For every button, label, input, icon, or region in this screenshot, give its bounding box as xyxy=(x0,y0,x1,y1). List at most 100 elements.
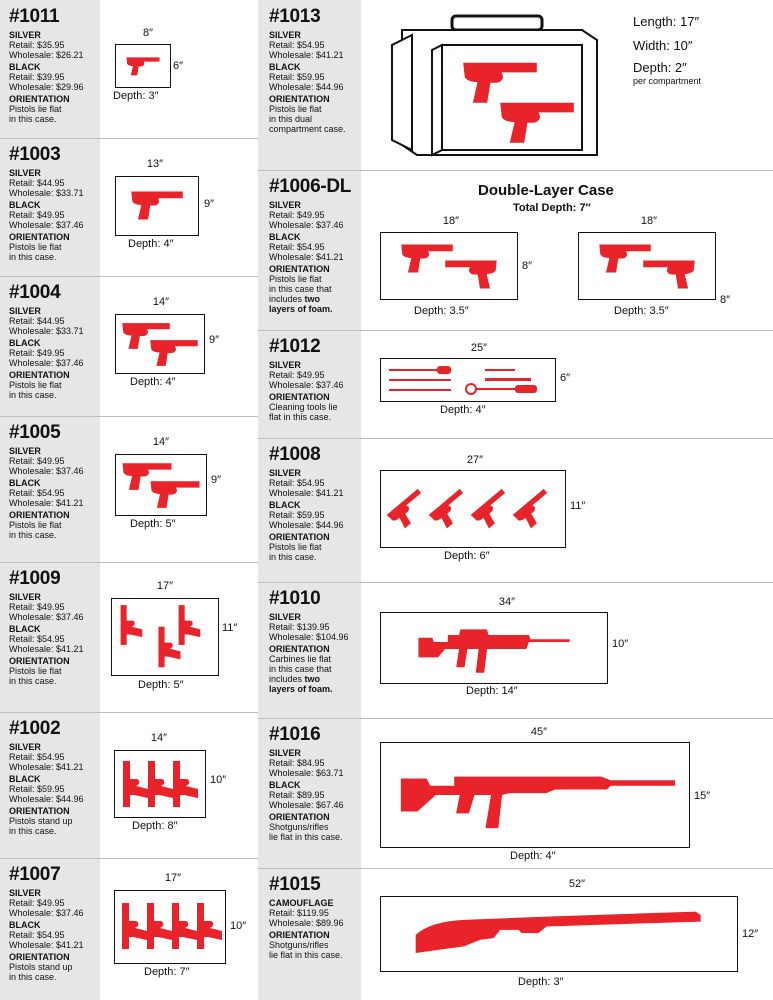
orientation-line: in this case. xyxy=(9,972,57,982)
height-dimension: 6″ xyxy=(173,60,184,72)
silver-label: SILVER xyxy=(9,888,41,898)
camouflage-label: CAMOUFLAGE xyxy=(269,898,334,908)
orientation-line: Pistols lie flat xyxy=(9,380,62,390)
black-retail: Retail: $59.95 xyxy=(9,784,65,794)
product-info: #1005 SILVER Retail: $49.95 Wholesale: $… xyxy=(9,422,105,540)
black-wholesale: Wholesale: $67.46 xyxy=(269,800,344,810)
product-info: #1015 CAMOUFLAGE Retail: $119.95 Wholesa… xyxy=(269,874,369,960)
orientation-label: ORIENTATION xyxy=(269,392,330,402)
width-dimension: 18″ xyxy=(442,215,460,227)
black-retail: Retail: $59.95 xyxy=(269,510,325,520)
orientation-line: lie flat in this case. xyxy=(269,832,343,842)
pistol-icon xyxy=(158,626,181,668)
black-label: BLACK xyxy=(269,62,301,72)
height-dimension: 11″ xyxy=(222,622,238,634)
orientation-line: includes two xyxy=(269,294,369,304)
orientation-line: in this dual xyxy=(269,114,313,124)
depth-dimension: Depth: 4″ xyxy=(130,376,176,388)
pistol-icon xyxy=(120,605,143,645)
orientation-line: Pistols lie flat xyxy=(269,104,322,114)
product-number: #1004 xyxy=(9,282,61,303)
black-retail: Retail: $54.95 xyxy=(269,242,325,252)
black-label: BLACK xyxy=(9,774,41,784)
silver-label: SILVER xyxy=(269,468,301,478)
product-info: #1004 SILVER Retail: $44.95 Wholesale: $… xyxy=(9,282,105,400)
width-dimension: 14″ xyxy=(150,732,168,744)
pistol-icon xyxy=(470,488,516,532)
product-info: #1011 SILVER Retail: $35.95 Wholesale: $… xyxy=(9,6,105,124)
rifle-icon xyxy=(400,776,675,829)
orientation-label: ORIENTATION xyxy=(9,94,70,104)
black-wholesale: Wholesale: $41.21 xyxy=(9,644,84,654)
height-dimension: 11″ xyxy=(570,500,586,512)
case-diagram xyxy=(115,176,199,236)
height-dimension: 8″ xyxy=(522,260,533,272)
product-number: #1011 xyxy=(9,6,60,27)
depth-dimension: Depth: 3″ xyxy=(113,90,159,102)
width-dimension: 34″ xyxy=(498,596,516,608)
product-1006-dl: #1006-DL SILVER Retail: $49.95 Wholesale… xyxy=(258,170,773,331)
product-1015: #1015 CAMOUFLAGE Retail: $119.95 Wholesa… xyxy=(258,868,773,1000)
case-diagram xyxy=(114,890,226,964)
silver-retail: Retail: $49.95 xyxy=(269,370,325,380)
case-diagram xyxy=(380,358,556,402)
orientation-line: Pistols lie flat xyxy=(269,542,322,552)
orientation-label: ORIENTATION xyxy=(9,656,70,666)
silver-label: SILVER xyxy=(9,168,41,178)
product-info: #1009 SILVER Retail: $49.95 Wholesale: $… xyxy=(9,568,105,686)
orientation-line: Pistols lie flat xyxy=(269,274,322,284)
silver-wholesale: Wholesale: $37.46 xyxy=(9,466,84,476)
product-number: #1010 xyxy=(269,588,321,609)
black-wholesale: Wholesale: $44.96 xyxy=(269,520,344,530)
black-label: BLACK xyxy=(269,780,301,790)
product-1008: #1008 SILVER Retail: $54.95 Wholesale: $… xyxy=(258,438,773,583)
camouflage-retail: Retail: $119.95 xyxy=(269,908,329,918)
orientation-text: includes xyxy=(269,674,305,684)
case-layer-b xyxy=(578,232,716,300)
black-wholesale: Wholesale: $41.21 xyxy=(9,940,84,950)
orientation-text: includes xyxy=(269,294,305,304)
product-number: #1013 xyxy=(269,6,321,27)
silver-label: SILVER xyxy=(269,30,301,40)
camouflage-wholesale: Wholesale: $89.96 xyxy=(269,918,344,928)
height-dimension: 10″ xyxy=(230,920,247,932)
product-info: #1008 SILVER Retail: $54.95 Wholesale: $… xyxy=(269,444,369,562)
case-diagram xyxy=(111,598,219,676)
pistol-icon xyxy=(428,488,474,532)
pistol-icon xyxy=(386,488,432,532)
black-label: BLACK xyxy=(9,624,41,634)
orientation-line: Pistols stand up xyxy=(9,816,73,826)
width-dimension: 8″ xyxy=(142,27,153,39)
product-1005: #1005 SILVER Retail: $49.95 Wholesale: $… xyxy=(0,416,258,563)
case-layer-a xyxy=(380,232,518,300)
silver-wholesale: Wholesale: $41.21 xyxy=(9,762,84,772)
width-dimension: 45″ xyxy=(530,726,548,738)
orientation-line: Cleaning tools lie xyxy=(269,402,338,412)
black-wholesale: Wholesale: $44.96 xyxy=(269,82,344,92)
product-number: #1007 xyxy=(9,864,61,885)
product-number: #1015 xyxy=(269,874,321,895)
sidebar-shade xyxy=(258,0,361,1000)
orientation-bold: two xyxy=(304,674,321,684)
orientation-line: flat in this case. xyxy=(269,412,332,422)
cleaning-tools-icon xyxy=(389,366,537,395)
width-dimension: 27″ xyxy=(466,454,484,466)
pistol-icon xyxy=(150,481,200,508)
briefcase-icon xyxy=(391,14,598,157)
pistol-icon xyxy=(197,903,222,949)
orientation-line: in this case that xyxy=(269,664,332,674)
depth-dimension: Depth: 4″ xyxy=(128,238,174,250)
orientation-line: Pistols lie flat xyxy=(9,520,62,530)
orientation-line: Pistols stand up xyxy=(9,962,73,972)
height-dimension: 6″ xyxy=(560,372,571,384)
black-retail: Retail: $54.95 xyxy=(9,488,65,498)
orientation-line: in this case. xyxy=(269,552,317,562)
depth-dimension: Depth: 7″ xyxy=(144,966,190,978)
product-1004: #1004 SILVER Retail: $44.95 Wholesale: $… xyxy=(0,276,258,417)
orientation-line: in this case that xyxy=(269,284,332,294)
pistol-icon xyxy=(173,761,198,807)
black-retail: Retail: $59.95 xyxy=(269,72,325,82)
orientation-line: Shotguns/rifles xyxy=(269,940,329,950)
depth-dimension: Depth: 8″ xyxy=(132,820,178,832)
product-1011: #1011 SILVER Retail: $35.95 Wholesale: $… xyxy=(0,0,258,139)
